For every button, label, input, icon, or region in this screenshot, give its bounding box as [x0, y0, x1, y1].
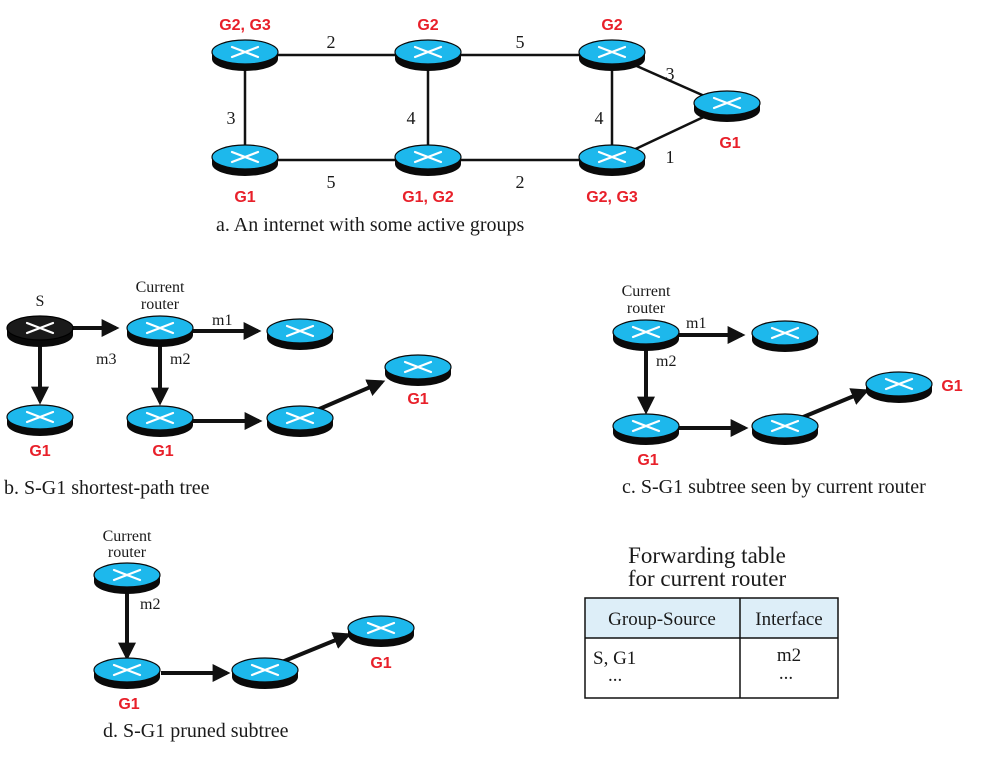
label-current-2: router: [141, 296, 180, 313]
router-intermediate: [265, 404, 335, 439]
router-g1-right: [346, 614, 416, 649]
router-g1-right: [383, 353, 453, 388]
group-label-r2: G2: [417, 17, 438, 34]
router-g1-bottom: [92, 656, 162, 691]
table-cell-ellipsis-1: ...: [608, 665, 622, 686]
router-r2: [393, 38, 463, 73]
table-cell-interface: m2: [777, 645, 801, 666]
current-router: [125, 314, 195, 349]
router-intermediate: [750, 412, 820, 447]
weight-r2-r3: 5: [516, 32, 525, 52]
router-g1-right: [864, 370, 934, 405]
table-cell-group-source: S, G1: [593, 648, 636, 669]
router-intermediate: [230, 656, 300, 691]
group-label-right: G1: [370, 655, 391, 672]
weight-r6-r7: 2: [516, 172, 525, 192]
forwarding-table: Forwarding table for current router Grou…: [584, 543, 839, 699]
label-current-1: Current: [622, 283, 671, 300]
group-label-r1: G2, G3: [219, 17, 271, 34]
label-m1: m1: [212, 312, 232, 329]
router-r4: [692, 89, 762, 124]
weight-r1-r2: 2: [327, 32, 336, 52]
table-header-group-source: Group-Source: [608, 609, 716, 630]
table-border: [584, 597, 839, 699]
group-label-r7: G2, G3: [586, 189, 638, 206]
group-label-right: G1: [941, 378, 962, 395]
weight-r3-r4: 3: [666, 64, 675, 84]
group-label-r4: G1: [719, 135, 740, 152]
group-label-bottom: G1: [637, 452, 658, 469]
table-cell-ellipsis-2: ...: [779, 663, 793, 684]
router-r7: [577, 143, 647, 178]
caption-d: d. S-G1 pruned subtree: [103, 720, 289, 742]
router-g1-left: [5, 403, 75, 438]
router-g1-mid: [125, 404, 195, 439]
arrow-to-g1-right: [795, 388, 870, 422]
caption-b: b. S-G1 shortest-path tree: [4, 477, 210, 499]
table-header-bg: [585, 598, 838, 638]
group-label-mid: G1: [152, 443, 173, 460]
arrow-to-g1-right: [309, 379, 386, 415]
group-label-right: G1: [407, 391, 428, 408]
router-r6: [393, 143, 463, 178]
router-g1-bottom: [611, 412, 681, 447]
router-m1-neighbor: [750, 319, 820, 354]
caption-a: a. An internet with some active groups: [216, 214, 524, 236]
current-router: [92, 561, 162, 596]
router-r1: [210, 38, 280, 73]
group-label-r6: G1, G2: [402, 189, 454, 206]
weight-r1-r5: 3: [227, 108, 236, 128]
weight-r5-r6: 5: [327, 172, 336, 192]
label-m1: m1: [686, 315, 706, 332]
label-m3: m3: [96, 351, 116, 368]
panel-a: G2, G3 G2 G2 G1 G1 G1, G2 G2, G3 2 5 3 3…: [210, 17, 762, 236]
group-label-r5: G1: [234, 189, 255, 206]
weight-r3-r7: 4: [595, 108, 604, 128]
router-r3: [577, 38, 647, 73]
table-header-interface: Interface: [755, 609, 823, 630]
weight-r7-r4: 1: [666, 147, 675, 167]
source-router-s: [5, 314, 75, 349]
label-current-2: router: [627, 300, 666, 317]
label-m2: m2: [170, 351, 190, 368]
current-router: [611, 318, 681, 353]
group-label-left: G1: [29, 443, 50, 460]
weight-r2-r6: 4: [407, 108, 416, 128]
label-m2: m2: [656, 353, 676, 370]
panel-c: Current router m1 m2 G1 G1 c. S-G1 subtr…: [611, 283, 963, 498]
group-label-r3: G2: [601, 17, 622, 34]
label-m2: m2: [140, 596, 160, 613]
router-m1-neighbor: [265, 317, 335, 352]
group-label-bottom: G1: [118, 696, 139, 713]
panel-b: S Current router m1 m2 m3 G1 G1 G1 b. S-…: [4, 279, 453, 499]
table-title-line1: Forwarding table: [628, 543, 786, 568]
label-current-2: router: [108, 544, 147, 561]
table-title-line2: for current router: [628, 566, 787, 591]
panel-a-links: [243, 53, 728, 162]
panel-d: Current router m2 G1 G1 d. S-G1 pruned s…: [92, 528, 416, 742]
label-current-1: Current: [103, 528, 152, 545]
label-source-s: S: [36, 293, 45, 310]
router-r5: [210, 143, 280, 178]
arrow-to-g1-right: [276, 632, 352, 666]
label-current-1: Current: [136, 279, 185, 296]
caption-c: c. S-G1 subtree seen by current router: [622, 476, 926, 498]
